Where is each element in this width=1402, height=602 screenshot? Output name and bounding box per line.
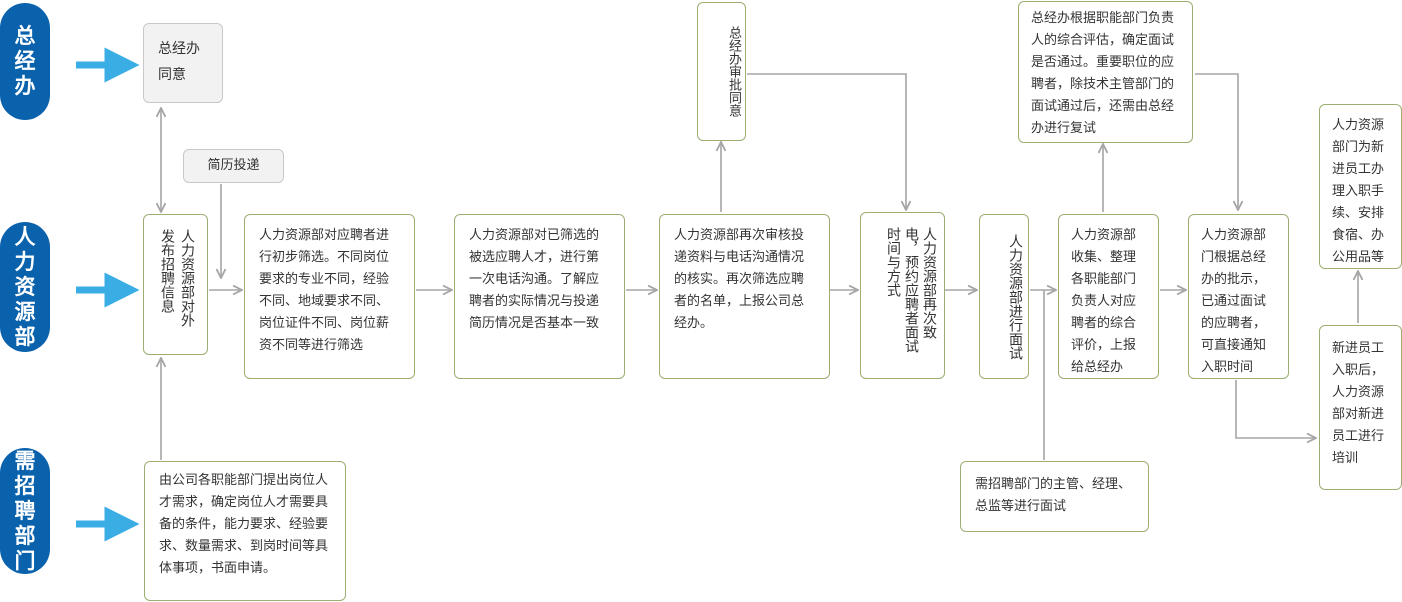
lane-gm-label: 总经办 [14, 24, 36, 98]
node-resume-text: 简历投递 [207, 158, 260, 173]
node-collect-text: 人力资源部收集、整理各职能部门负责人对应聘者的综合评价，上报给总经办 [1071, 228, 1137, 375]
node-resume: 简历投递 [183, 149, 284, 183]
node-screen1-text: 人力资源部对应聘者进行初步筛选。不同岗位要求的专业不同，经验不同、地域要求不同、… [259, 228, 390, 353]
node-screen2: 人力资源部对已筛选的被选应聘人才，进行第一次电话沟通。了解应聘者的实际情况与投递… [454, 214, 625, 379]
node-dept-interview-text: 需招聘部门的主管、经理、总监等进行面试 [975, 477, 1132, 514]
lane-hr-label: 人力资源部 [14, 224, 36, 349]
node-approve-notify: 人力资源部门根据总经办的批示，已通过面试的应聘者，可直接通知入职时间 [1188, 214, 1289, 379]
node-approve-notify-text: 人力资源部门根据总经办的批示，已通过面试的应聘者，可直接通知入职时间 [1201, 228, 1267, 375]
node-screen2-text: 人力资源部对已筛选的被选应聘人才，进行第一次电话沟通。了解应聘者的实际情况与投递… [469, 228, 600, 331]
node-gm-approve: 总经办同意 [143, 23, 223, 103]
node-onboard-text: 人力资源部门为新进员工办理入职手续、安排食宿、办公用品等 [1332, 118, 1385, 265]
node-recheck: 人力资源部再次审核投递资料与电话沟通情况的核实。再次筛选应聘者的名单，上报公司总… [659, 214, 830, 379]
node-gm-review-text: 总经办审批同意 [726, 26, 741, 117]
node-train-text: 新进员工入职后，人力资源部对新进员工进行培训 [1332, 341, 1385, 466]
node-screen1: 人力资源部对应聘者进行初步筛选。不同岗位要求的专业不同，经验不同、地域要求不同、… [244, 214, 415, 379]
node-publish-text: 人力资源部对外发布招聘信息 [159, 229, 195, 327]
node-notify-text: 人力资源部再次致电，预约应聘者面试时间与方式 [885, 227, 937, 353]
node-notify: 人力资源部再次致电，预约应聘者面试时间与方式 [860, 212, 945, 379]
node-request-text: 由公司各职能部门提出岗位人才需求，确定岗位人才需要具备的条件，能力要求、经验要求… [159, 473, 329, 576]
node-recheck-text: 人力资源部再次审核投递资料与电话沟通情况的核实。再次筛选应聘者的名单，上报公司总… [674, 228, 805, 331]
node-dept-interview: 需招聘部门的主管、经理、总监等进行面试 [960, 461, 1149, 532]
node-gm-eval: 总经办根据职能部门负责人的综合评估，确定面试是否通过。重要职位的应聘者，除技术主… [1018, 1, 1193, 143]
node-gm-approve-text: 总经办同意 [158, 41, 200, 83]
lane-arrows [76, 47, 140, 542]
node-interview-text: 人力资源部进行面试 [1007, 233, 1023, 360]
lane-dept-label: 需招聘部门 [14, 448, 36, 573]
edge-gm_eval-approve [1195, 73, 1238, 210]
node-gm-eval-text: 总经办根据职能部门负责人的综合评估，确定面试是否通过。重要职位的应聘者，除技术主… [1031, 11, 1175, 136]
node-onboard: 人力资源部门为新进员工办理入职手续、安排食宿、办公用品等 [1319, 104, 1402, 269]
node-collect: 人力资源部收集、整理各职能部门负责人对应聘者的综合评价，上报给总经办 [1058, 214, 1159, 379]
node-request: 由公司各职能部门提出岗位人才需求，确定岗位人才需要具备的条件，能力要求、经验要求… [144, 461, 346, 601]
node-train: 新进员工入职后，人力资源部对新进员工进行培训 [1319, 325, 1402, 490]
lane-dept: 需招聘部门 [0, 448, 50, 574]
node-publish: 人力资源部对外发布招聘信息 [143, 214, 208, 355]
node-interview: 人力资源部进行面试 [979, 214, 1029, 379]
node-gm-review: 总经办审批同意 [697, 2, 746, 141]
edge-gm_review-notify [747, 73, 906, 210]
edge-approve-train [1235, 380, 1316, 438]
lane-hr: 人力资源部 [0, 222, 50, 352]
lane-gm: 总经办 [0, 3, 50, 120]
